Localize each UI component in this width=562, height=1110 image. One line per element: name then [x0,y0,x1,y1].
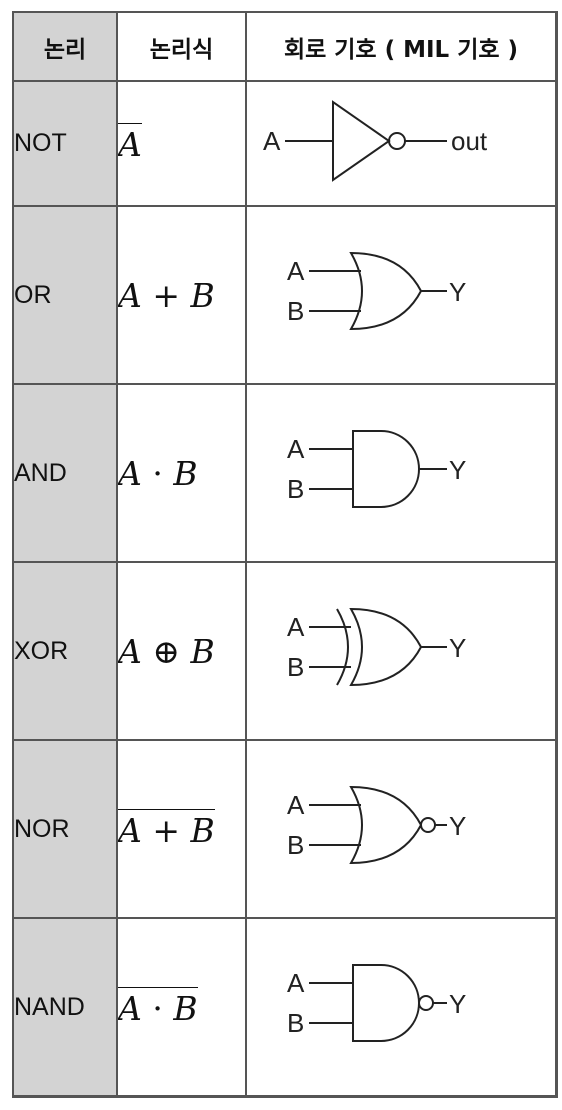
expr-var-b: B [190,275,215,315]
input-label-a: A [287,790,305,820]
expression-overline: A · B [118,986,198,1028]
input-label-b: B [287,474,304,504]
table-row: AND A · B A B Y [14,385,557,563]
output-label: Y [449,633,466,663]
gate-symbol-cell: A B Y [247,207,557,385]
expr-operator: + [152,275,180,315]
gate-expression: A + B [118,741,247,919]
output-label: Y [449,989,466,1019]
nor-gate-icon: A B Y [287,785,466,864]
table-row: OR A + B A B Y [14,207,557,385]
output-label: out [451,126,488,156]
expr-operator: + [152,810,180,850]
header-expression: 논리식 [118,13,247,82]
gate-symbol-cell: A B Y [247,385,557,563]
expr-var-b: B [173,453,198,493]
gate-expression: A ⊕ B [118,563,247,741]
expr-operator: ⊕ [152,631,180,671]
gate-name: OR [14,207,118,385]
header-row: 논리 논리식 회로 기호 ( MIL 기호 ) [14,13,557,82]
table-row: XOR A ⊕ B A B Y [14,563,557,741]
expr-var-b: B [173,988,198,1028]
input-label-b: B [287,296,304,326]
nand-gate-icon: A B Y [287,963,466,1042]
input-label-b: B [287,1008,304,1038]
input-label-a: A [287,256,305,286]
input-label-a: A [287,968,305,998]
gate-symbol-cell: A B Y [247,563,557,741]
table-row: NAND A · B A B Y [14,919,557,1097]
gate-expression: A · B [118,385,247,563]
output-label: Y [449,811,466,841]
expr-var-a: A [118,453,142,493]
expr-var-a: A [118,125,142,164]
expr-var-b: B [190,631,215,671]
output-label: Y [449,455,466,485]
and-gate-icon: A B Y [287,429,466,508]
expr-operator: · [152,988,163,1028]
expr-operator: · [152,453,163,493]
not-gate-icon: A out [263,100,488,182]
expr-var-a: A [118,810,142,850]
gate-name: NOT [14,82,118,207]
gate-name: NAND [14,919,118,1097]
expr-var-a: A [118,275,142,315]
gate-expression: A · B [118,919,247,1097]
xor-gate-icon: A B Y [287,607,466,686]
or-gate-icon: A B Y [287,251,466,330]
header-name: 논리 [14,13,118,82]
gate-name: NOR [14,741,118,919]
input-label-a: A [287,612,305,642]
expr-var-b: B [190,810,215,850]
expression-overline: A [118,123,142,164]
gate-symbol-cell: A out [247,82,557,207]
gate-expression: A + B [118,207,247,385]
expr-var-a: A [118,988,142,1028]
input-label-b: B [287,830,304,860]
input-label-b: B [287,652,304,682]
gate-name: AND [14,385,118,563]
output-label: Y [449,277,466,307]
gate-name: XOR [14,563,118,741]
input-label-a: A [263,126,281,156]
header-symbol: 회로 기호 ( MIL 기호 ) [247,13,557,82]
gate-symbol-cell: A B Y [247,919,557,1097]
input-label-a: A [287,434,305,464]
logic-gate-table: 논리 논리식 회로 기호 ( MIL 기호 ) NOT A A out [12,11,558,1098]
table-row: NOR A + B A B Y [14,741,557,919]
expr-var-a: A [118,631,142,671]
table-row: NOT A A out [14,82,557,207]
gate-symbol-cell: A B Y [247,741,557,919]
expression-overline: A + B [118,808,215,850]
gate-expression: A [118,82,247,207]
